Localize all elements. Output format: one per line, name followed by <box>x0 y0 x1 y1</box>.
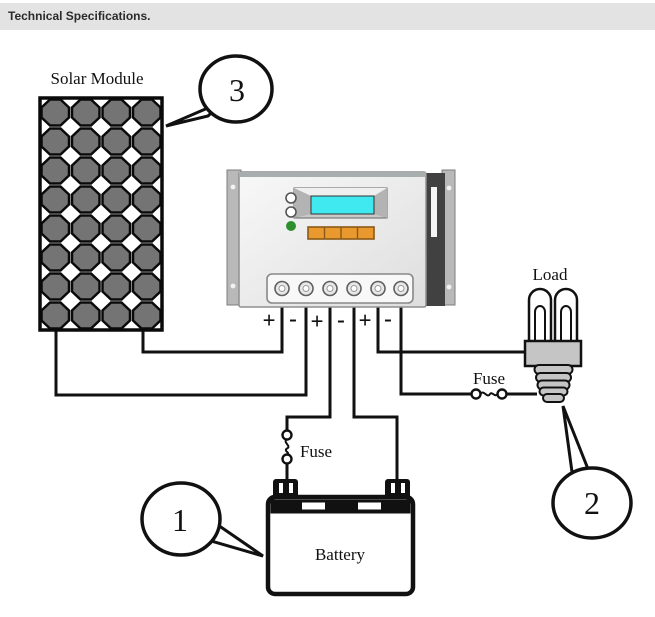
battery-vent-cap <box>358 502 381 510</box>
battery-terminals <box>273 479 410 499</box>
callout-number: 1 <box>172 502 188 538</box>
polarity-label: + <box>310 309 323 334</box>
bulb-screw-base <box>533 364 574 403</box>
lcd-screen <box>310 195 375 215</box>
lcd-bevel-left <box>294 188 311 218</box>
charge-controller: + - + - + - <box>226 169 456 334</box>
battery-label: Battery <box>315 545 366 564</box>
led-green-icon <box>286 221 296 231</box>
lcd-bevel-top <box>294 188 387 196</box>
controller-top-edge <box>239 172 426 177</box>
terminal-ridge <box>289 483 293 493</box>
lcd-display <box>293 187 388 219</box>
terminal-screw-center <box>350 285 358 292</box>
led-indicators <box>285 192 297 231</box>
callout-bubble <box>198 54 274 124</box>
terminal-ridge <box>391 483 395 493</box>
screw-tip <box>542 393 565 403</box>
terminal-ridge <box>279 483 283 493</box>
wire-battery-positive <box>285 303 332 431</box>
wire-solar-negative <box>54 303 308 397</box>
polarity-label: - <box>384 306 392 331</box>
fuse-contact-icon <box>281 429 293 441</box>
polarity-label: - <box>289 306 297 331</box>
callout-3: 3 <box>165 54 274 128</box>
callout-bubble <box>140 481 222 557</box>
battery-fuse: Fuse <box>281 429 332 465</box>
callout-number: 2 <box>584 485 600 521</box>
battery-top-band <box>270 499 411 514</box>
page-title: Technical Specifications. <box>0 3 655 30</box>
fuse-element <box>479 391 499 397</box>
polarity-label: - <box>337 307 345 332</box>
terminal-screw-center <box>374 285 382 292</box>
screw-hole-icon <box>230 283 236 289</box>
terminal-screw-center <box>397 285 405 292</box>
wire-load-negative <box>399 303 471 396</box>
terminal-screw-center <box>278 285 286 292</box>
polarity-label: + <box>262 308 275 333</box>
bulb-tubes <box>527 287 579 342</box>
callout-1: 1 <box>140 481 264 558</box>
fuse-element <box>284 438 290 456</box>
terminal-screw-center <box>326 285 334 292</box>
terminal-screw-center <box>302 285 310 292</box>
page-title-text: Technical Specifications. <box>8 9 151 23</box>
fuse-contact-icon <box>496 388 508 400</box>
battery-fuse-label: Fuse <box>300 442 332 461</box>
load-bulb: Load <box>523 265 583 403</box>
controller-buttons <box>307 226 375 240</box>
load-label: Load <box>533 265 568 284</box>
bulb-tube-right-inner <box>560 305 572 342</box>
screw-hole-icon <box>446 185 452 191</box>
terminal-block <box>266 273 414 304</box>
led-icon <box>285 206 297 218</box>
fuse-contact-icon <box>470 388 482 400</box>
led-icon <box>285 192 297 204</box>
lcd-bevel-right <box>374 188 387 218</box>
solar-panel <box>38 96 164 332</box>
controller-side-slot <box>431 187 437 237</box>
wires <box>54 303 537 480</box>
fuse-contact-icon <box>281 453 293 465</box>
solar-module: Solar Module <box>38 69 164 332</box>
load-fuse-label: Fuse <box>473 369 505 388</box>
screw-hole-icon <box>446 284 452 290</box>
callout-2: 2 <box>551 405 633 540</box>
callout-number: 3 <box>229 72 245 108</box>
terminal-ridge <box>401 483 405 493</box>
battery-vent-cap <box>302 502 325 510</box>
battery-body <box>265 494 416 597</box>
screw-hole-icon <box>230 184 236 190</box>
bulb-tube-left-inner <box>534 305 546 342</box>
wire-solar-positive <box>141 303 284 354</box>
callout-tail <box>561 405 591 474</box>
controller-side-panel <box>424 173 445 306</box>
wire-battery-negative <box>352 303 399 480</box>
polarity-label: + <box>358 308 371 333</box>
callout-bubble <box>551 466 633 540</box>
wire-load-positive <box>376 303 527 354</box>
bulb-base <box>523 339 583 368</box>
solar-module-label: Solar Module <box>50 69 143 88</box>
battery: Battery <box>265 479 416 597</box>
terminal-polarity-labels: + - + - + - <box>262 306 391 334</box>
terminal-screws <box>274 280 409 297</box>
load-fuse: Fuse <box>470 369 508 400</box>
